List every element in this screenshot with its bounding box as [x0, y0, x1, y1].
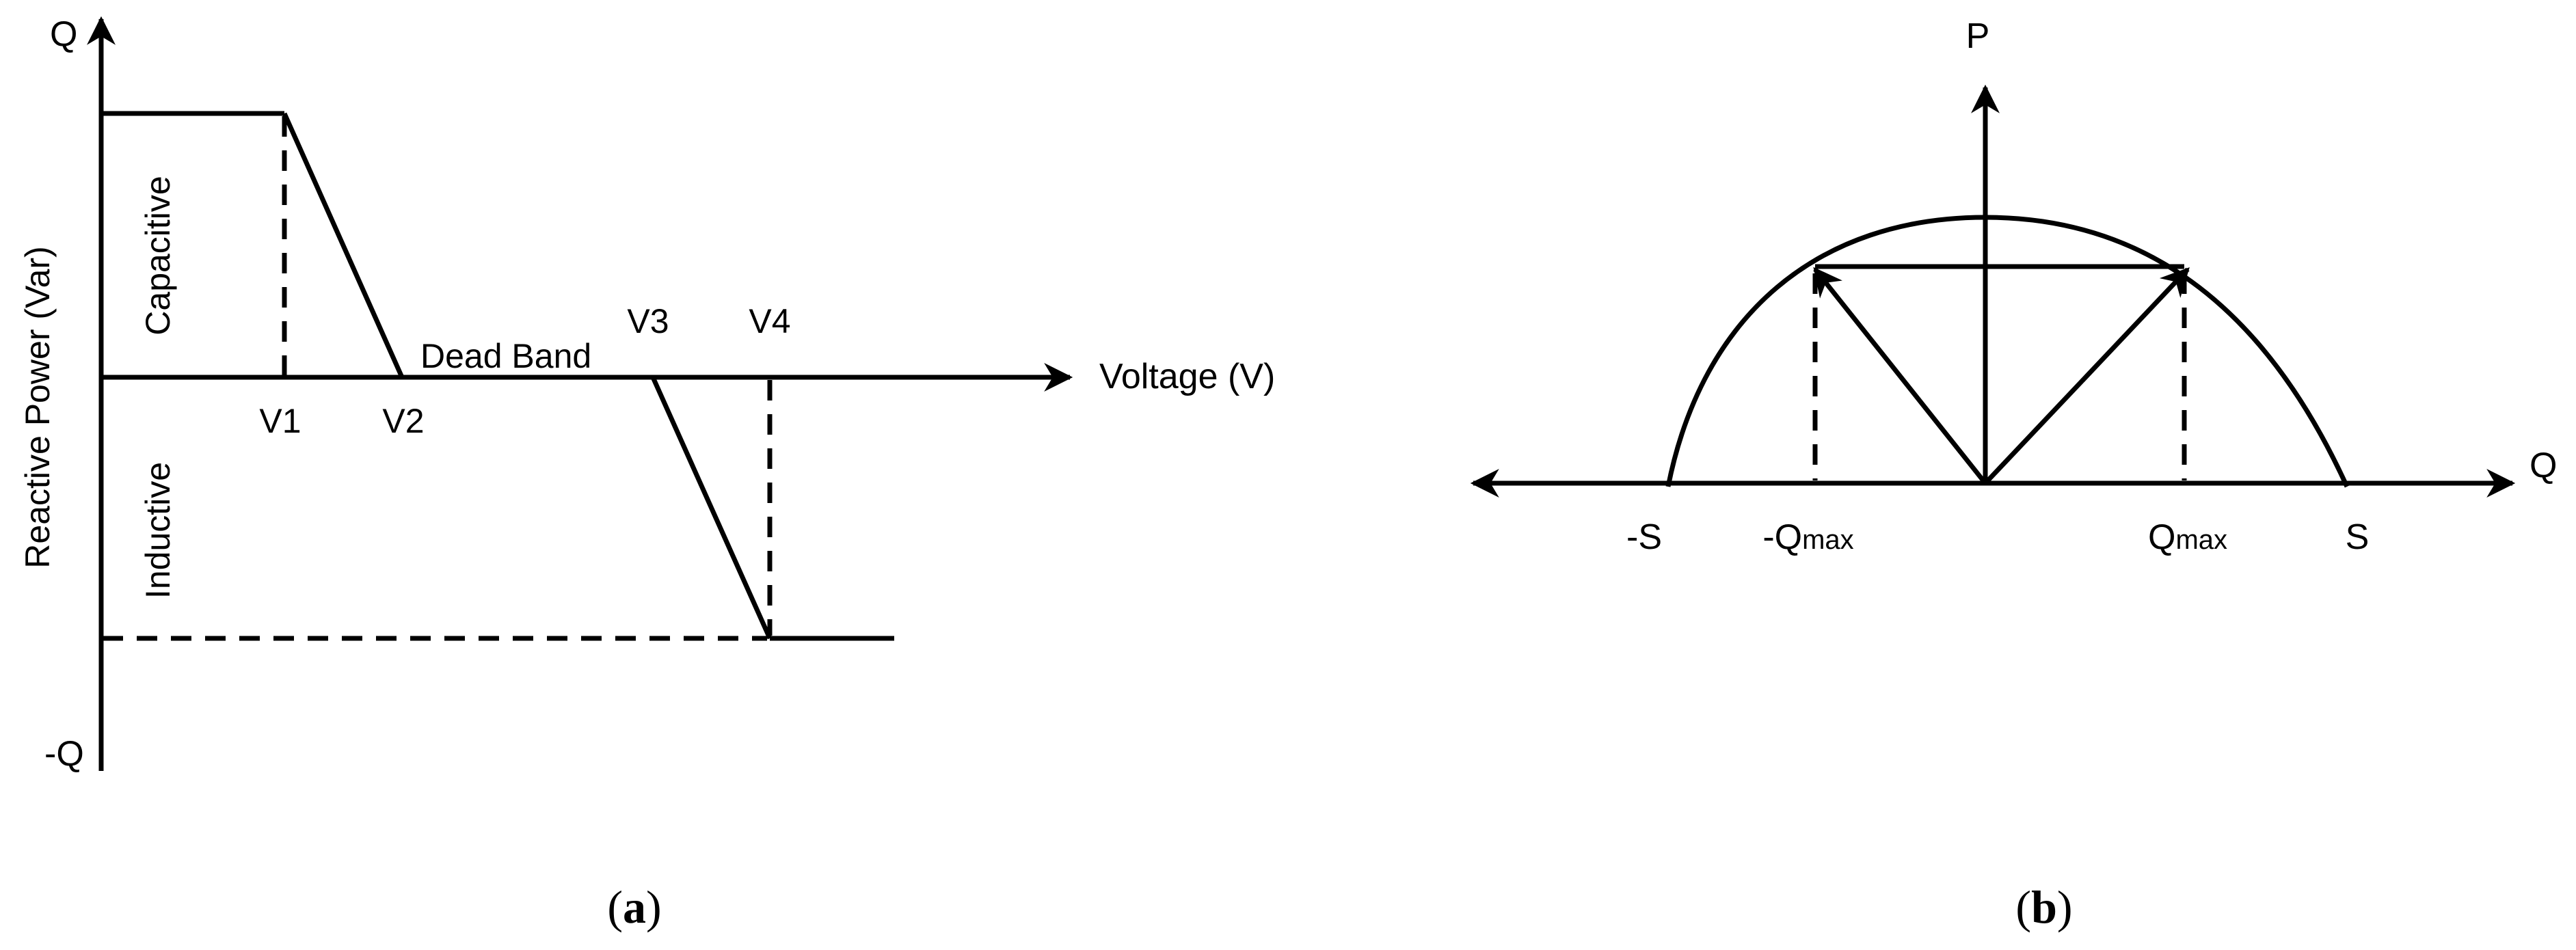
v4-label: V4 — [749, 302, 790, 340]
v3-label: V3 — [627, 302, 669, 340]
inductive-slope-line — [650, 376, 773, 640]
q-axis-b-label: Q — [2530, 446, 2557, 485]
inductive-label: Inductive — [139, 462, 177, 599]
y-axis-title: Reactive Power (Var) — [18, 246, 57, 568]
neg-qmax-label: -Qmax — [1762, 517, 1853, 557]
dead-band-label: Dead Band — [420, 337, 591, 375]
v1-label: V1 — [259, 402, 301, 440]
qmax-prefix: Q — [2148, 517, 2175, 557]
neg-s-label: -S — [1626, 517, 1662, 557]
caption-b: (b) — [2015, 881, 2072, 933]
caption-b-close: ) — [2057, 881, 2073, 933]
caption-a-letter: a — [623, 881, 646, 933]
caption-b-open: ( — [2015, 881, 2031, 933]
vector-qmax — [1983, 267, 2190, 485]
capacitive-label: Capacitive — [139, 176, 177, 335]
v2-label: V2 — [382, 402, 424, 440]
capacitive-slope-line — [282, 112, 405, 379]
neg-qmax-sub: max — [1802, 525, 1854, 555]
q-axis-top-label: Q — [50, 14, 77, 54]
caption-a-open: ( — [607, 881, 623, 933]
panel-a: Q -Q Reactive Power (Var) Voltage (V) Ca… — [18, 14, 1275, 933]
p-axis-label: P — [1966, 16, 1990, 56]
panel-b: P Q -S -Qmax Qmax S (b) — [1470, 16, 2557, 933]
neg-qmax-prefix: -Q — [1762, 517, 1802, 557]
caption-a: (a) — [607, 881, 661, 933]
s-label: S — [2346, 517, 2370, 557]
capability-semicircle — [1665, 215, 2350, 488]
caption-a-close: ) — [646, 881, 662, 933]
qmax-label: Qmax — [2148, 517, 2227, 557]
caption-b-letter: b — [2031, 881, 2057, 933]
qmax-sub: max — [2175, 525, 2227, 555]
q-axis-bottom-label: -Q — [44, 734, 84, 774]
x-axis-title: Voltage (V) — [1099, 357, 1275, 396]
vector-neg-qmax — [1813, 267, 1987, 485]
